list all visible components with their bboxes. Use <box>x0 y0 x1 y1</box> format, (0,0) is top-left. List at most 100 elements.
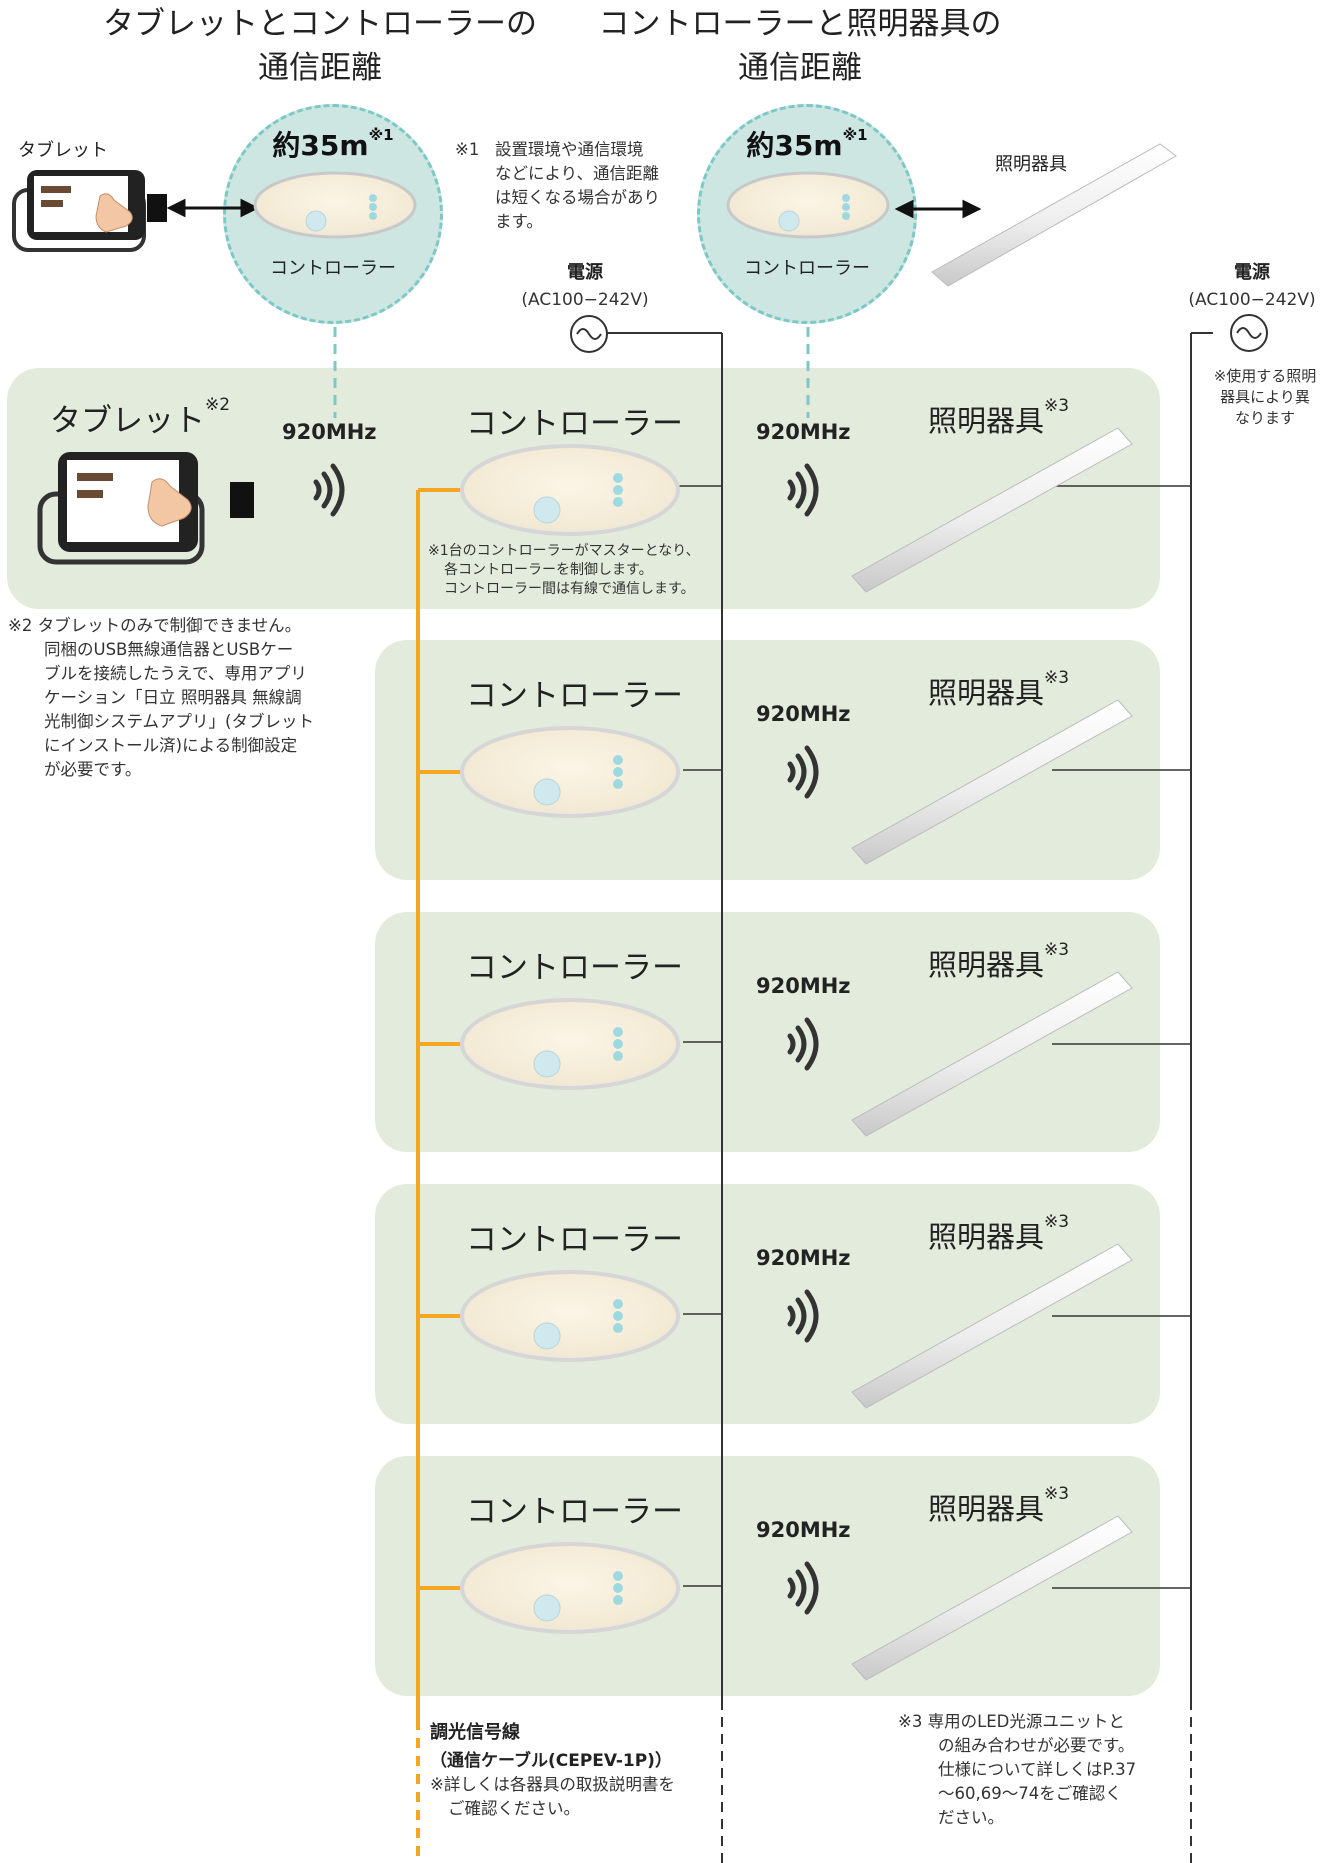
note-line: ※1台のコントローラーがマスターとなり、 <box>428 543 700 559</box>
luminaire-fixture <box>851 427 1133 593</box>
controller-device <box>460 444 680 536</box>
footnote-line: ます。 <box>495 212 543 231</box>
luminaire-fixture <box>851 1515 1133 1681</box>
controller-device <box>460 998 680 1090</box>
footnote-3: ※3 専用のLED光源ユニットと の組み合わせが必要です。 仕様について詳しくは… <box>898 1710 1168 1830</box>
controller-label: コントローラー <box>466 1494 683 1530</box>
footnote-line: 仕様について詳しくはP.37 <box>938 1760 1137 1779</box>
tablet-footnote-mark: ※2 <box>205 395 231 415</box>
frequency-label: 920MHz <box>756 702 851 726</box>
power-title: 電源 <box>1234 262 1270 283</box>
power-spec: (AC100−242V) <box>521 290 649 310</box>
controller-label: コントローラー <box>270 258 396 279</box>
controller-device <box>460 1270 680 1362</box>
luminaire-footnote-mark: ※3 <box>1044 940 1070 960</box>
heading-line1: タブレットとコントローラーの <box>103 6 537 42</box>
footnote-line: の組み合わせが必要です。 <box>938 1736 1135 1755</box>
frequency-label: 920MHz <box>756 1518 851 1542</box>
note-line: 器具により異 <box>1220 388 1310 406</box>
frequency-label: 920MHz <box>282 420 377 444</box>
luminaire-fixture <box>851 971 1133 1137</box>
luminaire-label: 照明器具 <box>928 404 1045 438</box>
footnote-line: ブルを接続したうえで、専用アプリ <box>44 664 307 683</box>
wireless-signal-icon <box>313 463 345 517</box>
frequency-label: 920MHz <box>756 974 851 998</box>
tablet-label: タブレット <box>18 140 108 161</box>
controller-label: コントローラー <box>466 950 683 986</box>
power-spec: (AC100−242V) <box>1188 290 1316 310</box>
footnote-line: などにより、通信距離 <box>495 164 660 183</box>
power-label-controller: 電源 (AC100−242V) <box>505 258 665 310</box>
heading-tablet-controller: タブレットとコントローラーの 通信距離 <box>100 4 540 88</box>
luminaire-footnote-mark: ※3 <box>1044 396 1070 416</box>
luminaire-fixture <box>851 1243 1133 1409</box>
controller-device <box>253 171 417 239</box>
note-line: ※使用する照明 <box>1213 367 1317 385</box>
luminaire-power-note: ※使用する照明 器具により異 なります <box>1200 366 1330 429</box>
luminaire-system-label: 照明器具※3 <box>928 396 1070 440</box>
luminaire-system-label: 照明器具※3 <box>928 1484 1070 1528</box>
range-footnote-mark: ※1 <box>842 126 868 144</box>
range-footnote-mark: ※1 <box>368 126 394 144</box>
cable-title: 調光信号線 <box>430 1722 520 1743</box>
controller-device <box>726 171 890 239</box>
luminaire-footnote-mark: ※3 <box>1044 668 1070 688</box>
note-line: 各コントローラーを制御します。 <box>444 562 653 578</box>
range-value-tablet: 約35m※1 <box>223 124 443 164</box>
controller-label: コントローラー <box>466 1222 683 1258</box>
range-value-luminaire: 約35m※1 <box>697 124 917 164</box>
footnote-line: 設置環境や通信環境 <box>495 140 644 159</box>
tablet-icon <box>12 170 167 252</box>
luminaire-system-label: 照明器具※3 <box>928 940 1070 984</box>
controller-device <box>460 726 680 818</box>
wireless-signal-icon <box>787 1289 819 1343</box>
master-controller-note: ※1台のコントローラーがマスターとなり、 各コントローラーを制御します。 コント… <box>428 542 728 599</box>
luminaire-label: 照明器具 <box>928 1220 1045 1254</box>
luminaire-label: 照明器具 <box>995 154 1067 175</box>
footnote-line: が必要です。 <box>44 760 142 779</box>
tablet-label: タブレット <box>50 403 205 439</box>
tablet-icon <box>37 452 254 565</box>
footnote-1: ※1 設置環境や通信環境 などにより、通信距離 は短くなる場合があり ます。 <box>455 138 685 234</box>
tablet-system-label: タブレット※2 <box>50 395 230 440</box>
heading-line1: コントローラーと照明器具の <box>598 6 1002 42</box>
footnote-line: ださい。 <box>938 1808 1004 1827</box>
cable-note-line: ご確認ください。 <box>448 1799 580 1818</box>
wireless-signal-icon <box>787 745 819 799</box>
luminaire-footnote-mark: ※3 <box>1044 1484 1070 1504</box>
power-source-symbol <box>1230 314 1268 352</box>
luminaire-label: 照明器具 <box>928 948 1045 982</box>
luminaire-fixture <box>851 699 1133 865</box>
wireless-signal-icon <box>787 1561 819 1615</box>
range-value: 約35m <box>746 129 843 162</box>
controller-label: コントローラー <box>466 406 683 442</box>
power-source-symbol <box>570 315 608 353</box>
footnote-line: は短くなる場合があり <box>495 188 660 207</box>
controller-label: コントローラー <box>744 258 870 279</box>
footnote-line: ～60,69～74をご確認く <box>938 1784 1122 1803</box>
footnote-line: にインストール済)による制御設定 <box>44 736 298 755</box>
cable-subtitle: （通信ケーブル(CEPEV-1P)） <box>430 1751 672 1771</box>
heading-line2: 通信距離 <box>738 50 862 86</box>
footnote-line: 光制御システムアプリ」(タブレット <box>44 712 314 731</box>
footnote-2: ※2 タブレットのみで制御できません。 同梱のUSB無線通信器とUSBケー ブル… <box>8 614 348 782</box>
luminaire-system-label: 照明器具※3 <box>928 668 1070 712</box>
frequency-label: 920MHz <box>756 1246 851 1270</box>
luminaire-fixture <box>931 143 1177 287</box>
footnote-line: ケーション「日立 照明器具 無線調 <box>44 688 302 707</box>
power-label-luminaire: 電源 (AC100−242V) <box>1172 258 1332 310</box>
footnote-line: 同梱のUSB無線通信器とUSBケー <box>44 640 294 659</box>
note-line: なります <box>1234 409 1295 427</box>
heading-controller-luminaire: コントローラーと照明器具の 通信距離 <box>580 4 1020 88</box>
wireless-signal-icon <box>787 1017 819 1071</box>
luminaire-system-label: 照明器具※3 <box>928 1212 1069 1256</box>
heading-line2: 通信距離 <box>258 50 382 86</box>
note-line: コントローラー間は有線で通信します。 <box>444 581 695 597</box>
luminaire-label: 照明器具 <box>928 1492 1045 1526</box>
controller-label: コントローラー <box>466 678 683 714</box>
range-value: 約35m <box>272 129 369 162</box>
signal-cable-note: 調光信号線 （通信ケーブル(CEPEV-1P)） ※詳しくは各器具の取扱説明書を… <box>430 1718 720 1821</box>
footnote-mark: ※1 <box>455 140 480 159</box>
footnote-line: ※3 専用のLED光源ユニットと <box>898 1712 1125 1731</box>
